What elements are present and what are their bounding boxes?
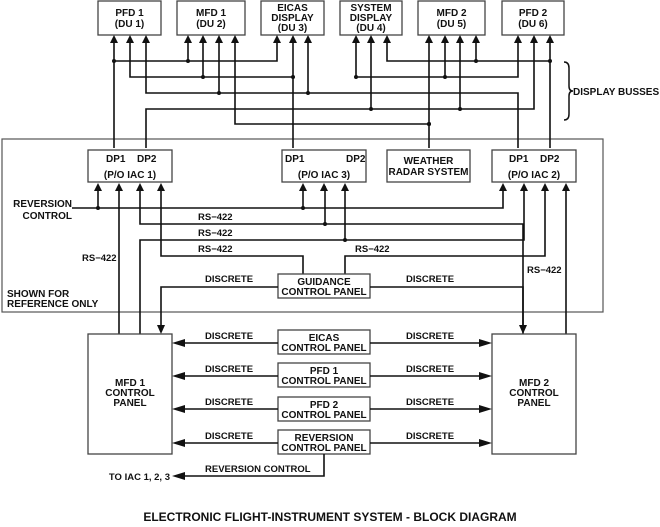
dp1-label: DP1 <box>285 154 305 165</box>
du-label: (DU 1) <box>115 19 144 30</box>
panel-label: MFD 1 <box>115 378 145 389</box>
du-label: DISPLAY <box>271 13 314 24</box>
dp2-label: DP2 <box>137 154 157 165</box>
dp1-label: DP1 <box>509 154 529 165</box>
dp2-label: DP2 <box>346 154 366 165</box>
mfd2-control-panel: MFD 2 CONTROL PANEL <box>491 333 577 455</box>
du-label: EICAS <box>277 3 308 14</box>
weather-radar-system: WEATHER RADAR SYSTEM <box>386 149 471 183</box>
iac-name: (P/O IAC 3) <box>298 170 350 181</box>
du-label: (DU 4) <box>356 23 385 34</box>
du-label: (DU 3) <box>278 23 307 34</box>
display-unit-pfd2: PFD 2 (DU 6) <box>501 0 565 36</box>
rs422-label: RS−422 <box>355 244 390 255</box>
rs422-label: RS−422 <box>198 244 233 255</box>
display-unit-system: SYSTEM DISPLAY (DU 4) <box>339 0 403 36</box>
discrete-label: DISCRETE <box>205 274 253 285</box>
panel-label: MFD 2 <box>519 378 549 389</box>
discrete-label: DISCRETE <box>406 397 454 408</box>
guidance-panel-label: CONTROL PANEL <box>281 287 366 298</box>
du-label: DISPLAY <box>350 13 393 24</box>
display-busses-brace <box>563 61 574 121</box>
panel-label: PANEL <box>113 398 146 409</box>
discrete-label: DISCRETE <box>406 274 454 285</box>
reversion-control-label: REVERSION <box>13 199 72 210</box>
rs422-label: RS−422 <box>527 265 562 276</box>
dp1-label: DP1 <box>106 154 126 165</box>
panel-label: REVERSION <box>295 433 354 444</box>
pfd2-control-panel: PFD 2 CONTROL PANEL <box>277 396 371 422</box>
du-label: PFD 2 <box>519 8 548 19</box>
iac-name: (P/O IAC 2) <box>508 170 560 181</box>
dp2-label: DP2 <box>540 154 560 165</box>
guidance-discrete-wiring <box>157 286 527 334</box>
discrete-label: DISCRETE <box>205 364 253 375</box>
panel-label: PFD 2 <box>310 400 339 411</box>
reference-region <box>1 138 604 313</box>
discrete-label: DISCRETE <box>205 331 253 342</box>
guidance-panel-label: GUIDANCE <box>297 277 351 288</box>
guidance-control-panel: GUIDANCE CONTROL PANEL <box>277 273 371 299</box>
display-unit-mfd2: MFD 2 (DU 5) <box>417 0 486 36</box>
discrete-label: DISCRETE <box>406 364 454 375</box>
panel-label: CONTROL PANEL <box>281 443 366 454</box>
iac-name: (P/O IAC 1) <box>104 170 156 181</box>
display-bus-wiring <box>110 35 554 148</box>
panel-label: PANEL <box>517 398 550 409</box>
du-label: PFD 1 <box>115 8 144 19</box>
reversion-target-label: TO IAC 1, 2, 3 <box>109 472 170 483</box>
discrete-label: DISCRETE <box>205 431 253 442</box>
du-label: (DU 2) <box>196 19 225 30</box>
reversion-control-wiring <box>72 186 504 210</box>
du-label: MFD 1 <box>196 8 226 19</box>
mfd1-control-panel: MFD 1 CONTROL PANEL <box>87 333 173 455</box>
reversion-control-panel: REVERSION CONTROL PANEL <box>277 429 371 455</box>
du-label: SYSTEM <box>350 3 391 14</box>
panel-label: CONTROL PANEL <box>281 376 366 387</box>
reference-note: REFERENCE ONLY <box>7 299 99 310</box>
display-unit-pfd1: PFD 1 (DU 1) <box>97 0 162 36</box>
eicas-control-panel: EICAS CONTROL PANEL <box>277 329 371 355</box>
diagram-title: ELECTRONIC FLIGHT-INSTRUMENT SYSTEM - BL… <box>143 510 516 524</box>
panel-label: CONTROL PANEL <box>281 343 366 354</box>
display-busses-label: DISPLAY BUSSES <box>573 87 659 98</box>
panel-label: CONTROL <box>105 388 154 399</box>
weather-radar-label: WEATHER <box>404 156 455 167</box>
rs422-wiring <box>94 183 570 334</box>
iac-1: DP1 DP2 (P/O IAC 1) <box>87 149 173 183</box>
rs422-label: RS−422 <box>82 253 117 264</box>
du-label: (DU 5) <box>437 19 466 30</box>
iac-3: DP1 DP2 (P/O IAC 3) <box>281 149 367 183</box>
discrete-label: DISCRETE <box>406 431 454 442</box>
display-unit-mfd1: MFD 1 (DU 2) <box>176 0 246 36</box>
panel-label: CONTROL PANEL <box>281 410 366 421</box>
du-label: MFD 2 <box>437 8 467 19</box>
panel-label: CONTROL <box>509 388 558 399</box>
reversion-control-output-label: REVERSION CONTROL <box>205 464 311 475</box>
panel-label: EICAS <box>309 333 340 344</box>
reversion-control-label: CONTROL <box>23 211 72 222</box>
reversion-output-wiring <box>172 454 325 480</box>
weather-radar-label: RADAR SYSTEM <box>388 167 468 178</box>
rs422-label: RS−422 <box>198 212 233 223</box>
rs422-label: RS−422 <box>198 228 233 239</box>
discrete-wiring <box>172 339 492 447</box>
discrete-label: DISCRETE <box>406 331 454 342</box>
discrete-label: DISCRETE <box>205 397 253 408</box>
du-label: (DU 6) <box>518 19 547 30</box>
pfd1-control-panel: PFD 1 CONTROL PANEL <box>277 362 371 388</box>
reference-note: SHOWN FOR <box>7 289 70 300</box>
display-unit-eicas: EICAS DISPLAY (DU 3) <box>260 0 325 36</box>
panel-label: PFD 1 <box>310 366 339 377</box>
iac-2: DP1 DP2 (P/O IAC 2) <box>491 149 577 183</box>
